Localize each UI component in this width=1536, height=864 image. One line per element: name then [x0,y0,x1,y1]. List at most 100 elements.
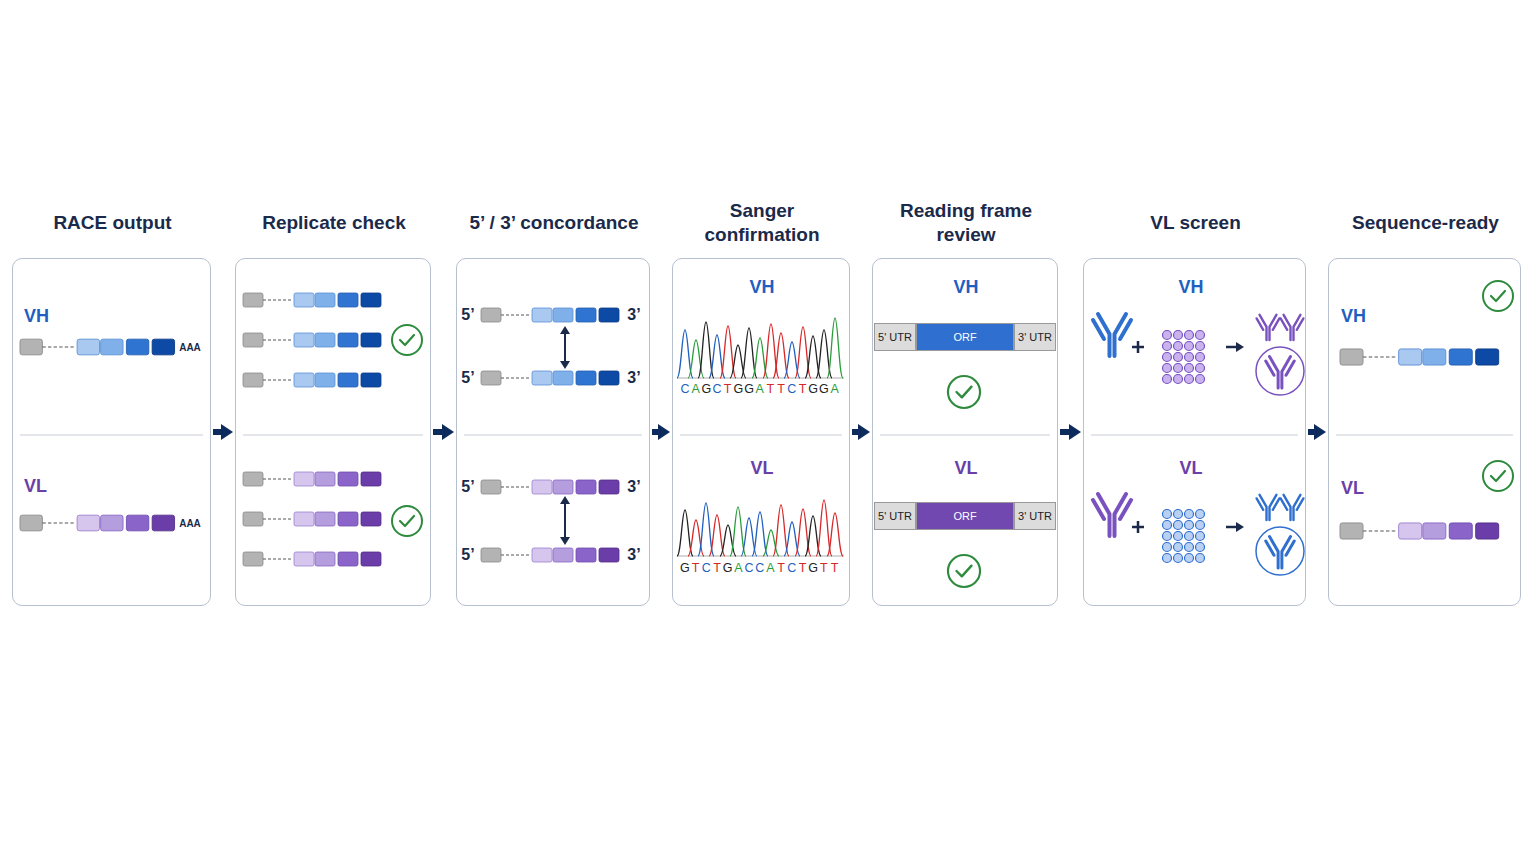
chain-label: VH [953,277,978,297]
bead-grid [1163,510,1205,563]
transcript-vh [1340,349,1499,365]
transcript-vl [243,472,381,486]
transcript-vl [1340,523,1499,539]
trace-peak [827,318,843,378]
trace-peak [698,503,714,556]
base-call: T [776,382,787,396]
base-call: G [733,382,744,396]
transcript-vl [20,515,175,531]
stage-panel: RACE outputVHVL [12,258,211,606]
utr-segment: 3' UTR [1014,323,1056,351]
step-heading: 5’ / 3’ concordance [444,199,664,247]
trace-peak [741,328,757,378]
step-arrow [433,429,444,435]
stage-panel: Replicate check [235,258,431,606]
check-mark [1483,461,1513,491]
trace-peak [816,330,832,378]
arrow-head [560,537,570,545]
check-mark [1483,281,1513,311]
step-heading: Replicate check [234,199,434,247]
base-call: C [754,561,765,575]
chain-label: VH [749,277,774,297]
base-call: A [733,561,744,575]
base-call: G [722,561,733,575]
transcript-vh [20,339,175,355]
end-label: 5’ [461,478,474,496]
divider-line [880,435,1050,436]
arrow-head [560,326,570,334]
orf-segment: ORF [916,323,1014,351]
step-arrow [652,429,660,435]
trace-peak [720,326,736,378]
base-calls: GTCTGACCATCTGTT [680,561,840,575]
trace-peak [677,510,693,556]
transcript-vh [481,308,619,322]
trace-peak [688,520,704,556]
antibody-symbol [1257,495,1280,520]
region-label: 3' UTR [1018,510,1052,522]
base-call: T [829,561,840,575]
plus-sign [1132,521,1144,533]
trace-peak [795,509,811,556]
utr-segment: 3' UTR [1014,502,1056,530]
check-mark [392,325,422,355]
base-call: T [819,561,830,575]
transcript-vl [481,480,619,494]
divider-line [680,435,842,436]
chain-label: VL [1341,478,1364,498]
arrow-head [560,361,570,369]
trace-peak [784,342,800,378]
step-heading: RACE output [13,199,213,247]
trace-peak [773,333,789,378]
step-arrow [213,429,223,435]
base-call: G [680,561,691,575]
base-call: T [765,382,776,396]
base-call: A [754,382,765,396]
base-call: G [808,382,819,396]
chromatogram-vl [677,500,844,556]
chain-label: VL [1179,458,1202,478]
end-label: 5’ [461,369,474,387]
chromatogram-vh [677,318,844,378]
base-call: G [819,382,830,396]
divider-line [464,435,642,436]
trace-peak [709,515,725,556]
region-label: 5' UTR [878,510,912,522]
step-arrow [1060,429,1071,435]
region-label: ORF [953,510,976,522]
antibody-symbol [1281,315,1304,340]
transcript-vh [243,333,381,347]
base-call: C [744,561,755,575]
trace-peak [741,518,757,556]
arrow-shaft [564,503,566,538]
base-call: C [786,561,797,575]
base-call: G [808,561,819,575]
trace-peak [709,335,725,378]
base-call: C [786,382,797,396]
transcript-vl [243,552,381,566]
stage-panel: Sanger confirmationVHVL [672,258,850,606]
base-call: G [744,382,755,396]
base-call: T [797,382,808,396]
check-mark [392,506,422,536]
trace-peak [752,512,768,556]
antibody-symbol [1266,357,1295,389]
plus-sign [1132,341,1144,353]
divider-line [1091,435,1298,436]
stage-panel: Reading frame reviewVHVL5' UTRORF3' UTR5… [872,258,1058,606]
stage-panel: 5’ / 3’ concordance [456,258,650,606]
stage-panel: VL screenVHVL [1083,258,1306,606]
end-label: 3’ [627,306,640,324]
trace-peak [795,327,811,378]
utr-segment: 5' UTR [874,502,916,530]
base-call: G [701,382,712,396]
trace-peak [784,522,800,556]
base-call: A [690,382,701,396]
base-call: T [797,561,808,575]
transcript-vl [243,512,381,526]
trace-peak [730,507,746,556]
antibody-symbol [1093,494,1131,536]
step-heading: Reading frame review [891,199,1041,247]
base-call: C [680,382,691,396]
base-call: T [690,561,701,575]
